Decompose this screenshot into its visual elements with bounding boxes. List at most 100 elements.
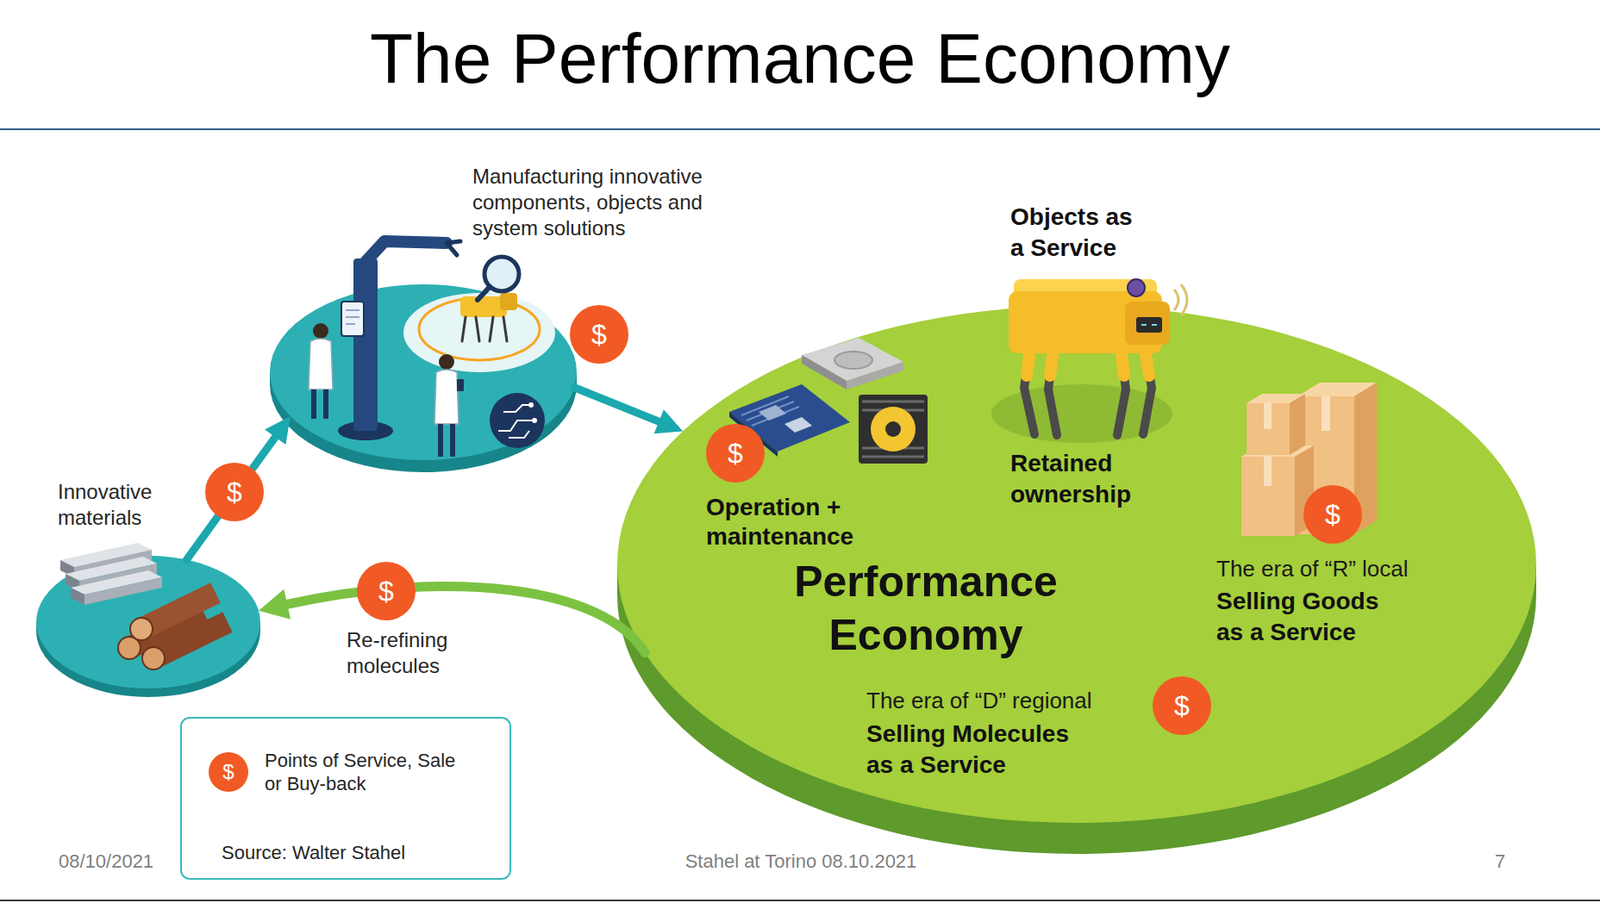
legend-swatch: $ (208, 752, 249, 793)
flow-line (284, 586, 645, 653)
arrow-head (654, 409, 683, 434)
robot-dog-part-part (1048, 349, 1057, 436)
legend-text: Points of Service, Sale or Buy-back (264, 749, 463, 796)
edge-label: Re-refining molecules (346, 627, 494, 680)
lab-illustration-part (528, 402, 534, 408)
flow-arrow (186, 416, 290, 561)
edge-label-holder: Re-refining molecules (346, 627, 494, 680)
service-point-badge: $ (1152, 676, 1212, 736)
service-heading-holder: Objects as a Service (1010, 201, 1142, 264)
legend-symbol: $ (208, 752, 249, 793)
lab-illustration-part (403, 293, 556, 373)
robot-dog-part (1136, 317, 1163, 333)
service-point-holder: $ (706, 424, 765, 483)
computer-parts-part (784, 417, 813, 433)
parcel-boxes-part (1321, 396, 1331, 432)
lab-illustration-part (498, 405, 535, 438)
lab-illustration-part (308, 338, 333, 390)
manufacturing-disc-shape (269, 284, 577, 461)
service-heading: Selling Goods as a Service (1216, 586, 1394, 649)
lab-illustration-part (353, 258, 378, 432)
parcel-boxes-part (1263, 456, 1272, 487)
service-heading: Objects as a Service (1010, 201, 1142, 264)
footer-text: Stahel at Torino 08.10.2021 (628, 850, 974, 874)
lab-illustration-part-part (475, 317, 480, 342)
service-heading-holder: Retained ownership (1010, 448, 1170, 511)
slide-title: The Performance Economy (0, 18, 1600, 99)
lab-illustration-part (446, 241, 461, 256)
page-number: 7 (1494, 850, 1506, 874)
stage-caption: Innovative materials (57, 479, 188, 532)
manufacturing-disc-top (269, 284, 577, 461)
lab-illustration-part (477, 287, 490, 300)
parcel-boxes-part (1241, 456, 1295, 537)
legend-frame (181, 718, 511, 880)
service-point-badge: $ (1303, 485, 1363, 544)
footer-date-holder: 08/10/2021 (58, 850, 154, 874)
footer-text-holder: Stahel at Torino 08.10.2021 (628, 850, 974, 874)
lab-illustration-part (341, 301, 364, 337)
economy-disc-top (617, 306, 1537, 824)
rule-lines-part (0, 128, 1600, 131)
era-note-holder: The era of “D” regional (866, 687, 1151, 715)
lab-illustration-part (489, 393, 545, 449)
manufacturing-disc: Manufacturing innovative components, obj… (269, 284, 577, 461)
lab-illustration-part (500, 293, 518, 311)
service-heading: Retained ownership (1010, 448, 1170, 511)
legend-frame-part (181, 718, 511, 880)
robot-dog-part-part (1117, 349, 1126, 436)
service-heading: Operation + maintenance (706, 493, 909, 552)
rule-lines (0, 129, 1600, 901)
service-point-holder: $ (356, 562, 416, 621)
lab-illustration-part (312, 323, 329, 339)
computer-parts-part (858, 394, 928, 464)
robot-dog-part (1141, 324, 1157, 326)
robot-dog-part (1127, 279, 1145, 297)
source-note-holder: Source: Walter Stahel (221, 842, 406, 865)
computer-parts-part (870, 406, 916, 452)
arrow-head (264, 416, 291, 445)
service-point-holder: $ (1152, 676, 1212, 736)
flow-arrow (258, 586, 645, 653)
computer-parts-part (834, 351, 873, 369)
lab-illustration-part-part (462, 317, 466, 342)
parcel-boxes-part (1263, 403, 1272, 430)
era-note-holder: The era of “R” local (1216, 555, 1493, 583)
materials-illustration-part (142, 647, 165, 670)
parcel-boxes-part (1246, 403, 1290, 456)
service-point-badge: $ (356, 562, 416, 621)
robot-dog-part-part (1024, 349, 1035, 435)
footer-date: 08/10/2021 (58, 850, 154, 874)
service-point-holder: $ (569, 305, 629, 364)
economy-disc: Performance EconomyOperation + maintenan… (617, 306, 1537, 824)
slide-title-holder: The Performance Economy (0, 18, 1600, 99)
service-point-holder: $ (205, 462, 264, 522)
lab-illustration-part (460, 296, 507, 318)
lab-illustration-part (438, 354, 455, 370)
computer-parts-part (758, 405, 787, 421)
computer-parts-part (885, 421, 901, 438)
era-note: The era of “R” local (1216, 555, 1493, 583)
flow-arrow (574, 387, 683, 434)
lab-illustration-part (434, 369, 459, 425)
service-point-badge: $ (569, 305, 629, 364)
service-heading-holder: Operation + maintenance (706, 493, 909, 552)
service-point-badge: $ (706, 424, 765, 483)
materials-disc: Innovative materials (36, 556, 261, 689)
lab-illustration-part (365, 241, 447, 263)
materials-disc-shape (36, 556, 261, 689)
era-note: The era of “D” regional (866, 687, 1151, 715)
service-heading-holder: Selling Molecules as a Service (866, 718, 1082, 782)
service-point-badge: $ (205, 462, 264, 522)
arrow-head (258, 589, 291, 620)
disc-heading: Performance Economy (762, 555, 1090, 663)
page-number-holder: 7 (1494, 850, 1506, 874)
rule-lines-part (0, 900, 1600, 902)
stage-caption-holder: Innovative materials (57, 479, 188, 532)
service-point-holder: $ (1303, 485, 1363, 544)
source-note: Source: Walter Stahel (221, 842, 406, 865)
robot-dog-part (1174, 284, 1188, 316)
flow-line (186, 435, 277, 561)
